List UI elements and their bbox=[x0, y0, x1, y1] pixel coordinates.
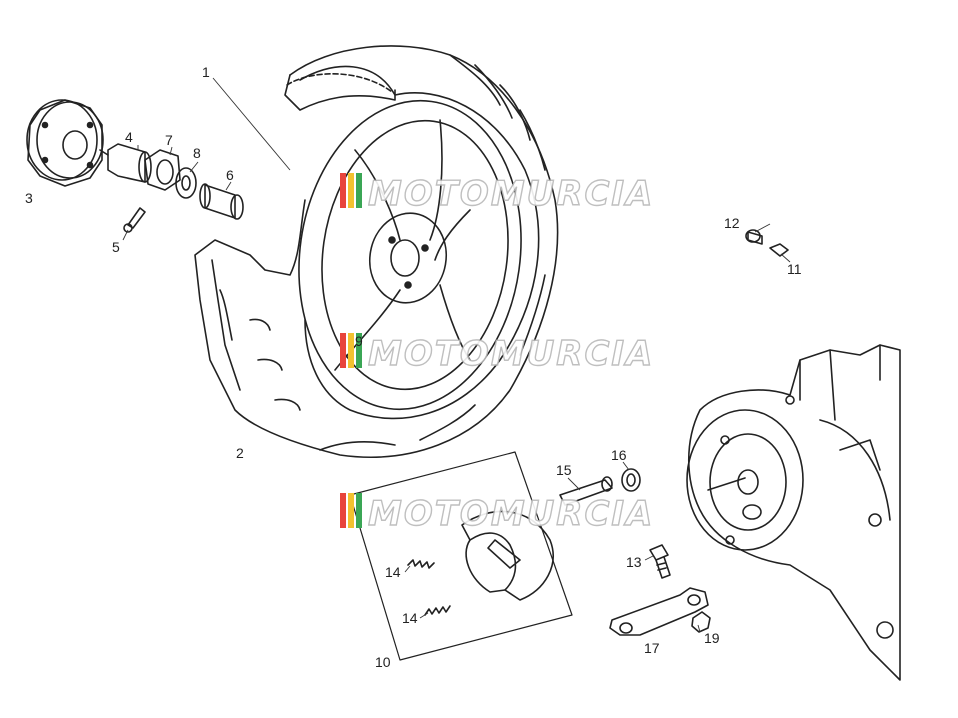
watermark-middle: MOTOMURCIA bbox=[340, 333, 654, 375]
brake-kit-box bbox=[349, 451, 573, 661]
wm-stripe-red bbox=[340, 173, 346, 208]
callout-16: 16 bbox=[611, 447, 627, 463]
watermark-text: MOTOMURCIA bbox=[368, 174, 654, 214]
callout-10: 10 bbox=[375, 654, 391, 670]
brake-cam-part bbox=[559, 476, 613, 506]
callout-19: 19 bbox=[704, 630, 720, 646]
callout-4: 4 bbox=[125, 129, 133, 145]
watermark-top: MOTOMURCIA bbox=[340, 173, 654, 215]
wm-stripe-yellow bbox=[348, 333, 354, 368]
wm-stripe-green bbox=[356, 333, 362, 368]
washer-part bbox=[175, 167, 197, 199]
bushing-part bbox=[199, 183, 244, 220]
callout-13: 13 bbox=[626, 554, 642, 570]
wm-stripe-yellow bbox=[348, 173, 354, 208]
callout-14a: 14 bbox=[385, 564, 401, 580]
wm-stripe-red bbox=[340, 333, 346, 368]
callout-12: 12 bbox=[724, 215, 740, 231]
callout-5: 5 bbox=[112, 239, 120, 255]
seal-ring-part bbox=[621, 468, 641, 492]
callout-1: 1 bbox=[202, 64, 210, 80]
cotter-pin-part bbox=[123, 207, 146, 233]
hub-nut-part bbox=[26, 99, 104, 187]
wm-stripe-red bbox=[340, 493, 346, 528]
wm-stripe-yellow bbox=[348, 493, 354, 528]
cap-part bbox=[769, 243, 789, 257]
callout-14b: 14 bbox=[402, 610, 418, 626]
watermark-bottom: MOTOMURCIA bbox=[340, 493, 654, 535]
callout-17: 17 bbox=[644, 640, 660, 656]
nipple-part bbox=[745, 229, 763, 245]
lever-nut-part bbox=[691, 611, 711, 633]
callout-11: 11 bbox=[787, 261, 802, 277]
wm-stripe-green bbox=[356, 173, 362, 208]
callout-3: 3 bbox=[25, 190, 33, 206]
callout-2: 2 bbox=[236, 445, 244, 461]
leader-lines bbox=[122, 77, 791, 633]
watermark-text: MOTOMURCIA bbox=[368, 494, 654, 534]
callout-labels: 1 2 3 4 5 6 7 8 9 10 11 12 13 14 14 15 1… bbox=[25, 64, 802, 670]
callout-15: 15 bbox=[556, 462, 572, 478]
rear-wheel-assembly bbox=[194, 45, 559, 458]
brake-lever-part bbox=[609, 587, 709, 636]
crankcase-part bbox=[686, 344, 901, 681]
bolt-part bbox=[649, 544, 671, 579]
callout-9: 9 bbox=[355, 333, 363, 349]
wm-stripe-green bbox=[356, 493, 362, 528]
spacer-part bbox=[99, 143, 152, 183]
watermark-text: MOTOMURCIA bbox=[368, 334, 654, 374]
callout-6: 6 bbox=[226, 167, 234, 183]
callout-7: 7 bbox=[165, 132, 173, 148]
nut-part bbox=[144, 149, 181, 191]
callout-8: 8 bbox=[193, 145, 201, 161]
